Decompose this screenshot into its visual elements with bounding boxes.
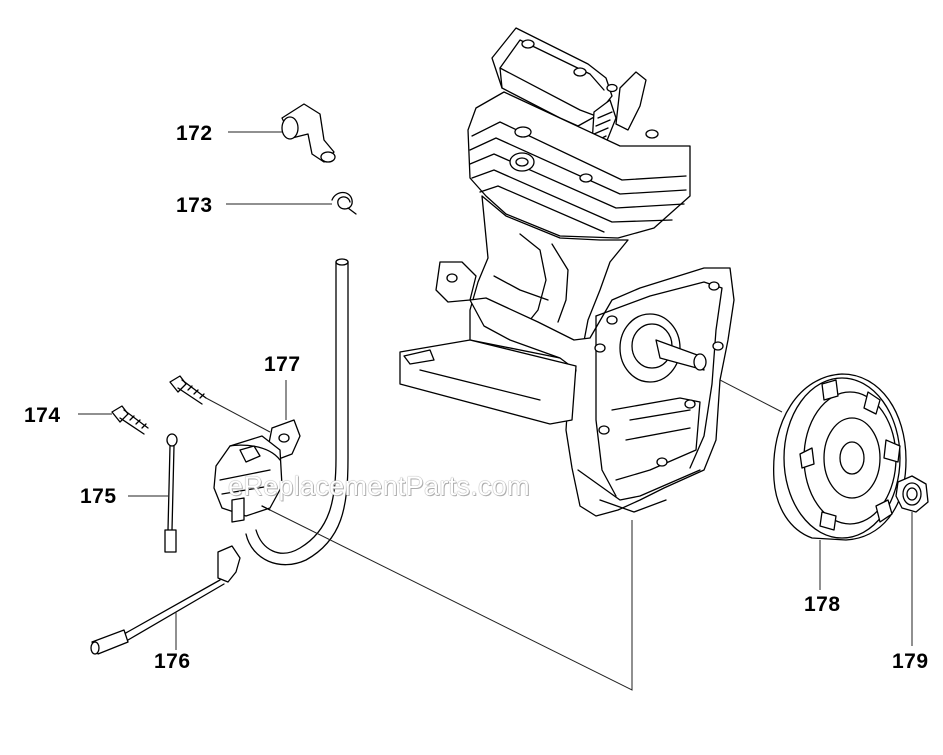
callout-175: 175 (80, 485, 117, 508)
watermark-text: eReplacementParts.com (228, 471, 530, 501)
stop-switch-wire-part (90, 545, 241, 655)
spark-plug-boot-part (281, 103, 336, 163)
callout-176: 176 (154, 650, 191, 673)
flywheel-part (773, 373, 907, 541)
ground-wire-part (164, 433, 178, 553)
callout-178: 178 (804, 593, 841, 616)
callout-177: 177 (264, 353, 301, 376)
callout-174: 174 (24, 404, 61, 427)
engine-cylinder-block (399, 27, 735, 517)
ignition-coil-part (205, 397, 301, 523)
spring-clip-part (331, 191, 357, 215)
callout-172: 172 (176, 122, 213, 145)
screw-part (111, 405, 149, 435)
callout-179: 179 (892, 650, 929, 673)
ignition-lead-wire (245, 258, 349, 566)
screw-part-upper (169, 375, 207, 405)
callout-173: 173 (176, 194, 213, 217)
nut-part (895, 475, 929, 513)
